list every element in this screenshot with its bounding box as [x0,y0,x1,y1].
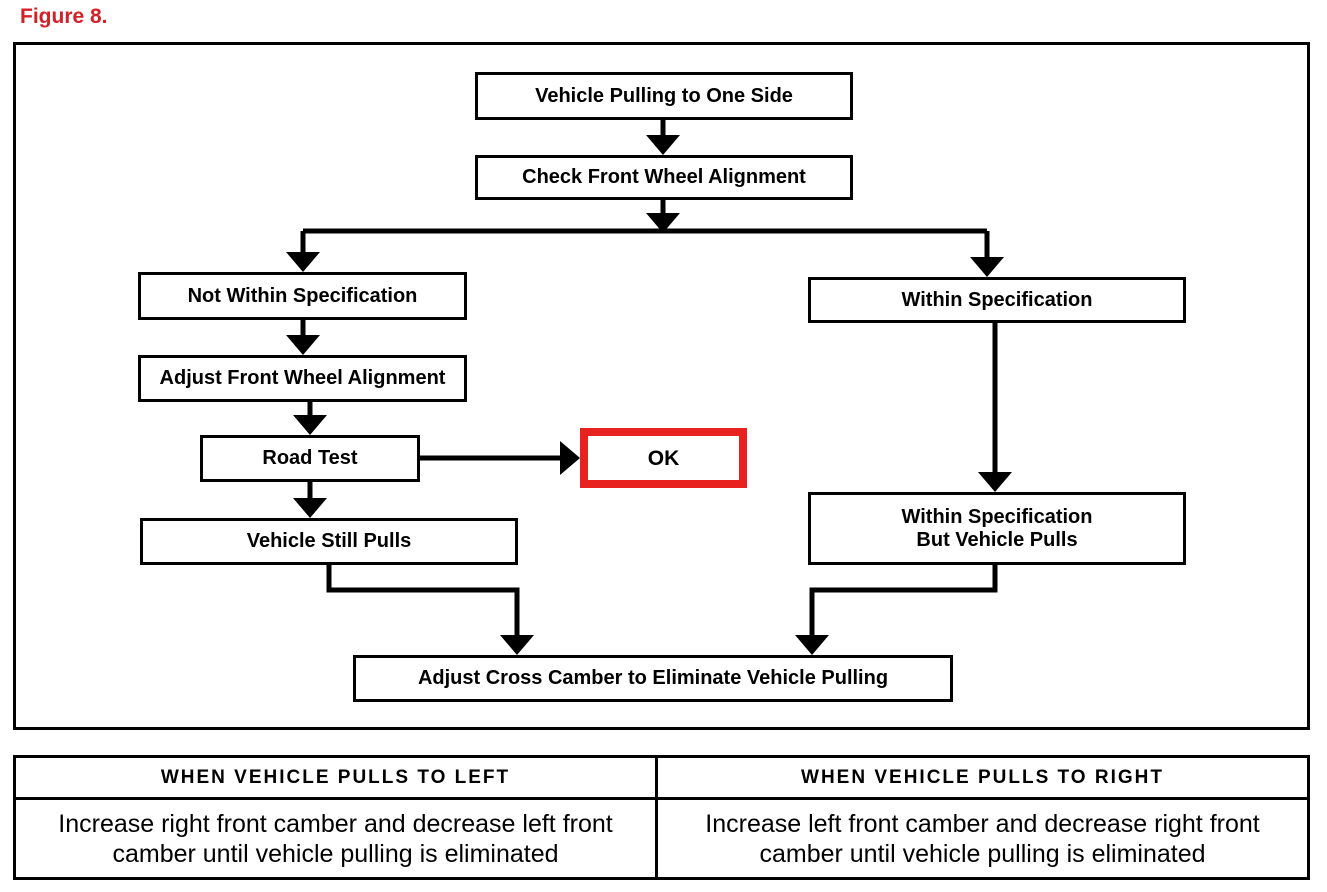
arrow-down-icon [286,252,320,272]
node-not-within-spec: Not Within Specification [138,272,467,320]
node-road-test: Road Test [200,435,420,482]
arrow-down-icon [293,415,327,435]
node-check-alignment: Check Front Wheel Alignment [475,155,853,200]
arrow-right-icon [560,441,580,475]
table-header-pulls-right: WHEN VEHICLE PULLS TO RIGHT [658,758,1307,800]
arrow-down-icon [646,213,680,233]
figure-label: Figure 8. [20,5,108,28]
flowchart-frame: Vehicle Pulling to One Side Check Front … [13,42,1310,730]
camber-adjustment-table: WHEN VEHICLE PULLS TO LEFT WHEN VEHICLE … [13,755,1310,880]
node-within-spec: Within Specification [808,277,1186,323]
flow-connector-lines [286,119,1012,655]
table-header-pulls-left: WHEN VEHICLE PULLS TO LEFT [16,758,658,800]
node-within-spec-but-pulls-line1: Within Specification [901,505,1093,528]
arrow-down-icon [978,472,1012,492]
arrow-down-icon [500,635,534,655]
node-adjust-cross-camber: Adjust Cross Camber to Eliminate Vehicle… [353,655,953,702]
arrow-down-icon [646,135,680,155]
arrow-down-icon [293,498,327,518]
arrow-down-icon [795,635,829,655]
node-vehicle-pulling: Vehicle Pulling to One Side [475,72,853,120]
node-adjust-alignment: Adjust Front Wheel Alignment [138,355,467,402]
arrow-down-icon [970,257,1004,277]
table-cell-pulls-right: Increase left front camber and decrease … [705,809,1260,868]
node-ok: OK [580,428,747,488]
table-cell-pulls-left: Increase right front camber and decrease… [16,800,658,877]
node-vehicle-still-pulls: Vehicle Still Pulls [140,518,518,565]
arrow-down-icon [286,335,320,355]
node-within-spec-but-pulls: Within Specification But Vehicle Pulls [808,492,1186,565]
node-within-spec-but-pulls-line2: But Vehicle Pulls [916,528,1078,551]
